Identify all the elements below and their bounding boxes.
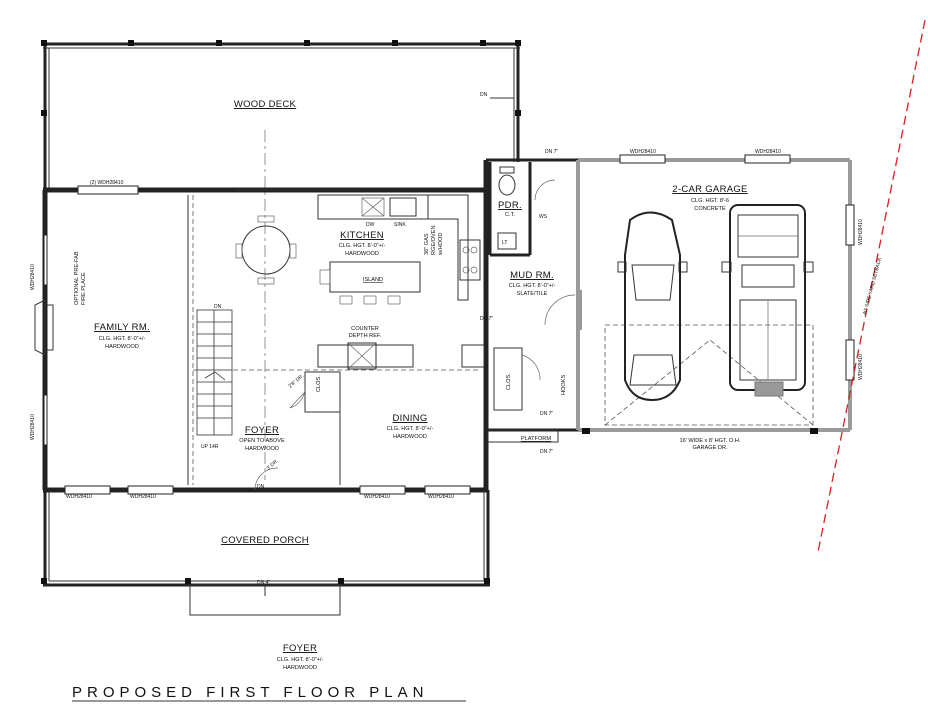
lt-label: LT	[502, 240, 507, 246]
front-door-tag: 3' DR.	[265, 458, 279, 471]
pdr-door-swing	[534, 179, 556, 201]
mud-room-ceiling: CLG. HGT. 8'-0"+/-	[509, 283, 556, 289]
counter-depth-ref	[317, 342, 485, 370]
foyer-note-ceiling: CLG. HGT. 8'-0"+/-	[277, 657, 324, 663]
dishwasher-label: DW	[366, 222, 375, 228]
mud-dn-bottom: DN 7"	[540, 411, 553, 417]
island-label: ISLAND	[363, 277, 383, 283]
dn-label-deck: DN	[480, 92, 488, 98]
range-label-1: 36" GAS	[424, 233, 430, 255]
car-truck	[721, 204, 814, 397]
garage-door-label-2: GARAGE DR.	[692, 445, 728, 451]
kitchen-island	[319, 261, 421, 305]
garage-window-2: WDH28410	[755, 149, 781, 155]
platform-label: PLATFORM	[521, 436, 551, 442]
garage-window-3: WDH28410	[858, 219, 864, 245]
window-tag-bottom4: WDH28410	[428, 494, 454, 500]
garage-door-outline	[604, 324, 814, 426]
counter-label-2: DEPTH REF.	[349, 333, 382, 339]
counter-label-1: COUNTER	[351, 326, 379, 332]
window-tag-bottom1: WDH28410	[66, 494, 92, 500]
setback-line	[817, 19, 926, 553]
stair-up-label: UP 14R	[201, 444, 219, 450]
mud-room-label: MUD RM.	[510, 270, 554, 281]
plan-title: PROPOSED FIRST FLOOR PLAN	[72, 684, 428, 701]
fireplace-label-1: OPTIONAL PRE-FAB	[74, 251, 80, 305]
wood-deck-area	[41, 40, 521, 190]
window-tag-top: (2) WDH28410	[90, 180, 124, 186]
ws-label: WS	[539, 214, 548, 220]
garage-door-label-1: 16' WIDE x 8' HGT. O.H.	[680, 438, 741, 444]
closet-label-foyer: CLOS.	[316, 375, 322, 392]
car-suv	[617, 211, 688, 402]
foyer-note-floor: HARDWOOD	[283, 665, 317, 671]
dining-ceiling: CLG. HGT. 8'-0"+/-	[387, 426, 434, 432]
garage-window-1: WDH28410	[630, 149, 656, 155]
mud-dn-label: DN 7"	[480, 316, 493, 322]
family-room-ceiling: CLG. HGT. 8'-0"+/-	[99, 336, 146, 342]
foyer-open: OPEN TO ABOVE	[239, 438, 285, 444]
window-tag-bottom3: WDH28410	[364, 494, 390, 500]
kitchen-floor: HARDWOOD	[345, 251, 379, 257]
garage-label: 2-CAR GARAGE	[672, 184, 747, 195]
platform	[487, 429, 559, 443]
dn-tag-side: DN 7"	[545, 149, 558, 155]
kitchen-counters	[317, 194, 481, 301]
hooks-label: HOOKS	[561, 375, 567, 395]
pdr-floor: C.T.	[505, 212, 515, 218]
covered-porch	[41, 490, 490, 616]
kitchen-ceiling: CLG. HGT. 8'-0"+/-	[339, 243, 386, 249]
setback-label: 40' SIDE YARD SETBACK	[862, 256, 883, 315]
mud-room-floor: SLATE/TILE	[517, 291, 548, 297]
mud-room-door-swing	[544, 294, 576, 326]
foyer-label: FOYER	[245, 425, 279, 436]
window-tag-left2: WDH28410	[30, 414, 36, 440]
platform-dn-label: DN 7"	[540, 449, 553, 455]
pdr-label: PDR.	[498, 200, 522, 211]
fireplace	[34, 299, 54, 356]
fireplace-label-2: FIRE PLACE	[81, 272, 87, 305]
porch-dn-label: DN 4"	[257, 580, 270, 586]
family-room-label: FAMILY RM.	[94, 322, 150, 333]
front-door-swing	[254, 467, 279, 491]
dining-floor: HARDWOOD	[393, 434, 427, 440]
foyer-note-label: FOYER	[283, 643, 317, 654]
window-tag-left1: WDH28410	[30, 264, 36, 290]
window-tag-bottom2: WDH28410	[130, 494, 156, 500]
garage-floor: CONCRETE	[694, 206, 726, 212]
foyer-floor: HARDWOOD	[245, 446, 279, 452]
front-dn-label: DN	[257, 484, 265, 490]
stair-dn-label: DN	[214, 304, 222, 310]
round-table	[235, 215, 297, 285]
garage-ceiling: CLG. HGT. 8'-6	[691, 198, 729, 204]
wood-deck-label: WOOD DECK	[234, 99, 297, 110]
garage-walls	[576, 154, 855, 434]
mud-room-closet	[493, 347, 541, 411]
powder-room	[488, 162, 532, 257]
staircase	[196, 309, 233, 436]
covered-porch-label: COVERED PORCH	[221, 535, 309, 546]
range-label-3: w/HOOD	[438, 233, 444, 256]
kitchen-label: KITCHEN	[340, 230, 384, 241]
range-label-2: RGE/OVEN	[431, 225, 437, 255]
family-room-floor: HARDWOOD	[105, 344, 139, 350]
sink-label: SINK	[394, 222, 406, 228]
door-tag-closet: 2'8" DR.	[287, 373, 305, 389]
dining-label: DINING	[392, 413, 427, 424]
closet-label-mud: CLOS.	[506, 373, 512, 390]
garage-window-4: WDH28410	[858, 354, 864, 380]
